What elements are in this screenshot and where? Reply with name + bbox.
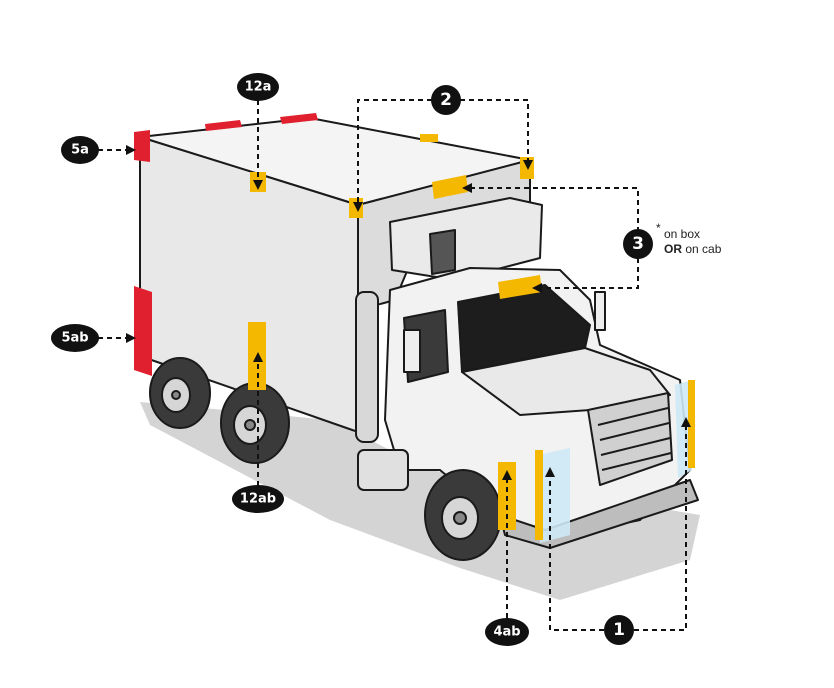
- amber-marker-front-left: [535, 450, 543, 540]
- amber-marker-box-front: [432, 175, 468, 199]
- svg-text:1: 1: [613, 620, 625, 640]
- front-zone-left: [538, 448, 570, 543]
- red-marker-top-1: [205, 120, 242, 131]
- callout-5a: 5a: [61, 136, 99, 164]
- svg-text:5a: 5a: [71, 143, 89, 158]
- leader-lines: [98, 99, 687, 631]
- front-zone-right: [675, 380, 692, 478]
- svg-text:3: 3: [632, 234, 644, 254]
- amber-marker-cab-roof: [498, 275, 542, 299]
- red-marker-rear-top: [134, 130, 150, 162]
- rear-wheels: [149, 357, 290, 464]
- callout-2: 2: [431, 85, 461, 115]
- callout-1: 1: [604, 615, 634, 645]
- callout-5ab: 5ab: [51, 324, 99, 352]
- callout-3-note: * on box OR on cab: [656, 221, 722, 256]
- amber-marker-box-top-small: [420, 134, 438, 142]
- note-asterisk: *: [656, 221, 661, 235]
- svg-text:5ab: 5ab: [61, 331, 88, 346]
- front-wheel: [424, 469, 502, 561]
- red-marker-top-2: [280, 113, 318, 124]
- callout-12a: 12a: [237, 73, 279, 101]
- svg-text:12a: 12a: [245, 80, 272, 95]
- callout-4ab: 4ab: [485, 618, 529, 646]
- callout-3: 3: [623, 229, 653, 259]
- note-line-2: OR on cab: [664, 242, 722, 256]
- svg-text:2: 2: [440, 90, 452, 110]
- callout-12ab: 12ab: [232, 485, 284, 513]
- note-line-1: on box: [664, 227, 700, 241]
- arrowheads: [126, 145, 691, 480]
- red-marker-rear-side: [134, 286, 152, 376]
- amber-marker-front-right: [688, 380, 695, 468]
- svg-text:4ab: 4ab: [493, 625, 520, 640]
- svg-text:12ab: 12ab: [240, 492, 276, 507]
